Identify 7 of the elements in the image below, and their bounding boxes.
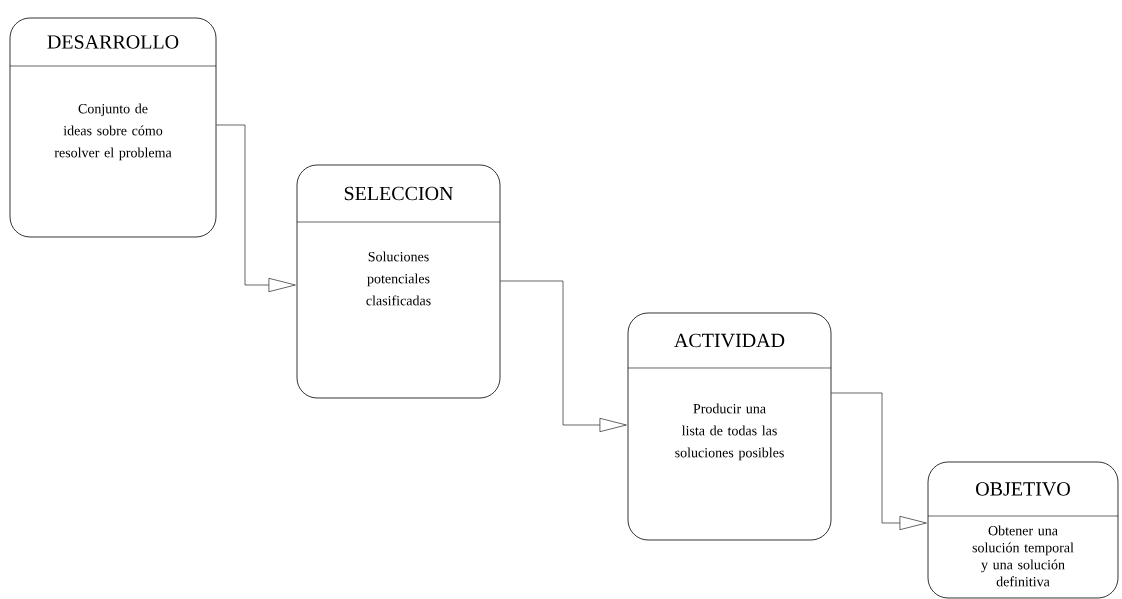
process-box: DESARROLLO Conjunto de ideas sobre cómo resolver el problema <box>9 17 217 238</box>
arrow <box>831 392 927 530</box>
process-box: ACTIVIDAD Producir una lista de todas las soluciones posibles <box>627 312 832 541</box>
process-box: SELECCION Soluciones potenciales clasificadas <box>296 164 501 399</box>
process-box: OBJETIVO Obtener una solución temporal y una solución definitiva <box>927 461 1119 599</box>
arrow <box>500 280 627 432</box>
arrow <box>216 124 296 292</box>
